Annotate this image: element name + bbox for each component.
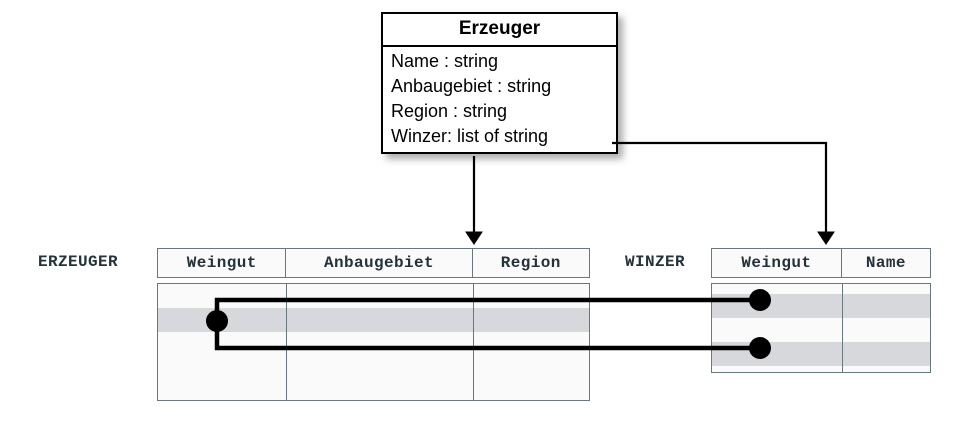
- table-cell: [158, 332, 287, 356]
- column-header-region: Region: [500, 254, 561, 272]
- table-cell: [287, 284, 474, 308]
- table-cell: [712, 294, 843, 318]
- table-erzeuger-header-row: Weingut Anbaugebiet Region: [157, 248, 590, 278]
- table-erzeuger-body: [157, 283, 590, 401]
- table-cell: [712, 318, 843, 342]
- table-cell: [843, 318, 930, 342]
- table-cell: [843, 284, 930, 294]
- table-cell: [158, 308, 287, 332]
- table-cell: [843, 366, 930, 372]
- uml-class-box-erzeuger: Erzeuger Name : string Anbaugebiet : str…: [381, 12, 618, 154]
- table-row: [712, 294, 930, 318]
- table-cell: [843, 342, 930, 366]
- column-header-weingut: Weingut: [712, 249, 842, 277]
- table-cell: [474, 332, 589, 356]
- uml-attribute: Winzer: list of string: [391, 126, 549, 146]
- table-cell: [843, 294, 930, 318]
- column-header-anbaugebiet: Anbaugebiet: [286, 249, 473, 277]
- table-cell: [712, 284, 843, 294]
- uml-attribute-list: Name : string Anbaugebiet : string Regio…: [383, 47, 616, 152]
- table-row: [158, 308, 589, 332]
- table-row: [712, 342, 930, 366]
- table-row: [712, 318, 930, 342]
- table-label-winzer: WINZER: [625, 253, 686, 271]
- table-cell: [158, 356, 287, 400]
- column-header-weingut: Weingut: [158, 249, 287, 277]
- table-cell: [287, 356, 474, 400]
- uml-class-name: Erzeuger: [383, 14, 616, 47]
- table-cell: [287, 332, 474, 356]
- table-winzer-header-row: Weingut Name: [711, 248, 931, 278]
- uml-attribute: Region : string: [391, 101, 508, 121]
- table-cell: [712, 366, 843, 372]
- uml-attribute: Name : string: [391, 51, 499, 71]
- column-header-name: Name: [865, 254, 906, 272]
- table-cell: [287, 308, 474, 332]
- table-cell: [474, 284, 589, 308]
- table-cell: [474, 308, 589, 332]
- table-row-spacer: [712, 366, 930, 372]
- table-cell: [474, 356, 589, 400]
- table-cell: [158, 284, 287, 308]
- table-row: [158, 356, 589, 400]
- table-label-erzeuger: ERZEUGER: [38, 253, 119, 271]
- arrow-winzer-mapping: [612, 141, 836, 245]
- table-row: [158, 284, 589, 308]
- uml-attribute: Anbaugebiet : string: [391, 76, 552, 96]
- table-row-spacer: [712, 284, 930, 294]
- table-row: [158, 332, 589, 356]
- table-cell: [712, 342, 843, 366]
- table-winzer-body: [711, 283, 931, 373]
